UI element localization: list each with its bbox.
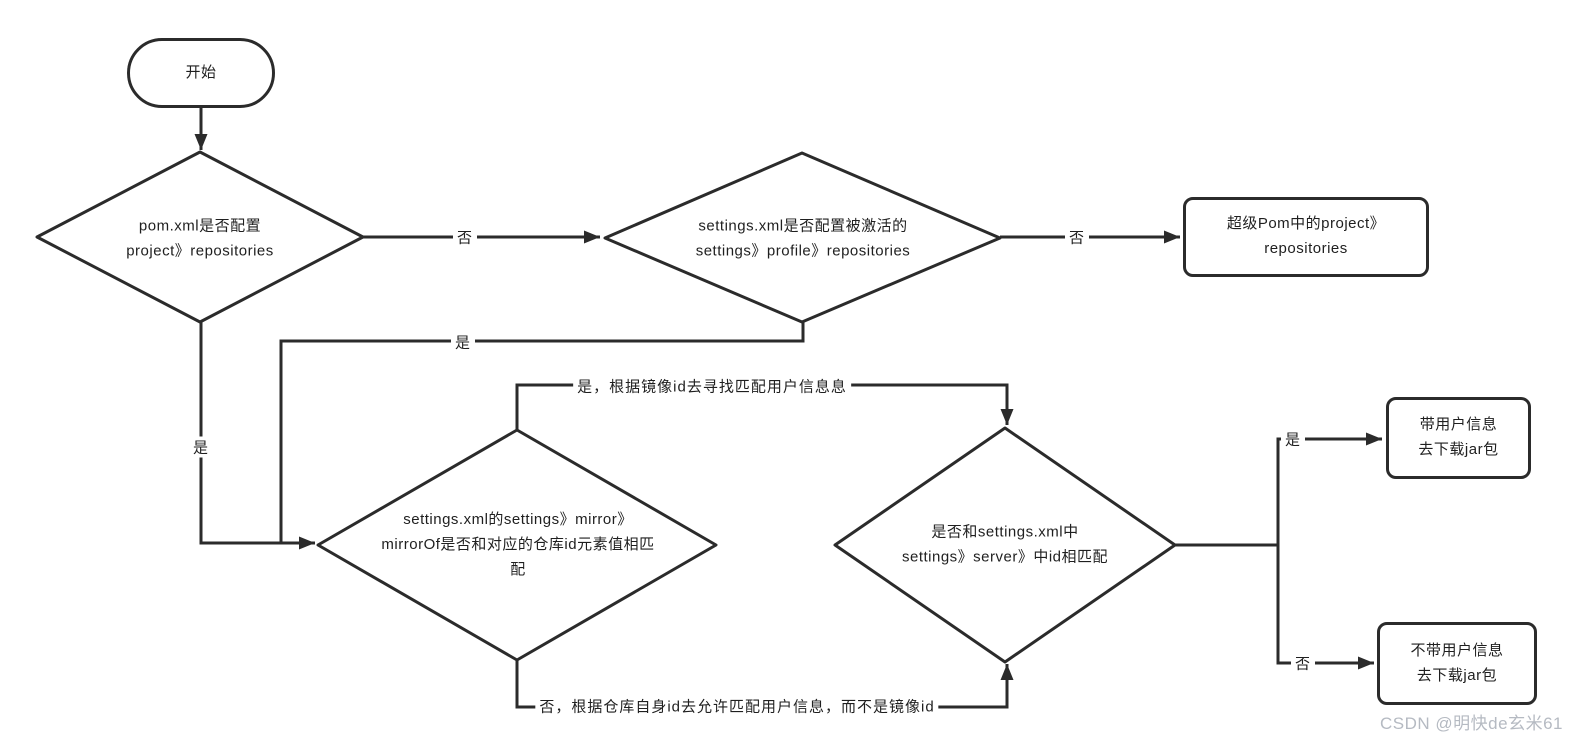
decision-mirror-label: settings.xml的settings》mirror》 mirrorOf是否… <box>381 510 655 578</box>
download-with-user-label: 带用户信息 去下载jar包 <box>1418 416 1499 458</box>
start-node: 开始 <box>127 38 275 108</box>
decision-server-id-label: 是否和settings.xml中 settings》server》中id相匹配 <box>901 523 1109 565</box>
edge-label-profile-yes: 是 <box>450 331 476 353</box>
edge-label-mirror-yes: 是，根据镜像id去寻找匹配用户信息息 <box>573 375 851 397</box>
super-pom-node: 超级Pom中的project》 repositories <box>1183 197 1429 277</box>
decision-pom-shape <box>35 150 365 324</box>
edge-label-profile-no: 否 <box>1064 226 1090 248</box>
edge-label-server-yes: 是 <box>1280 428 1306 450</box>
edge-label-pom-yes: 是 <box>188 436 214 458</box>
edge-label-pom-no: 否 <box>452 226 478 248</box>
decision-settings-profile-shape <box>603 151 1002 324</box>
super-pom-label: 超级Pom中的project》 repositories <box>1226 215 1386 257</box>
edge-server-yes <box>1276 432 1382 545</box>
download-with-user-node: 带用户信息 去下载jar包 <box>1386 397 1531 479</box>
edge-label-server-no: 否 <box>1290 652 1316 674</box>
edge-label-mirror-no: 否，根据仓库自身id去允许匹配用户信息，而不是镜像id <box>535 695 939 717</box>
csdn-watermark: CSDN @明快de玄米61 <box>1380 714 1563 733</box>
edge-pom-yes <box>199 322 315 550</box>
start-label: 开始 <box>185 63 217 81</box>
edge-profile-yes <box>279 322 805 543</box>
download-without-user-label: 不带用户信息 去下载jar包 <box>1410 641 1504 684</box>
edge-server-no <box>1276 545 1374 670</box>
decision-mirror-shape <box>316 428 718 662</box>
download-without-user-node: 不带用户信息 去下载jar包 <box>1377 622 1537 705</box>
decision-settings-profile-label: settings.xml是否配置被激活的 settings》profile》re… <box>695 217 911 259</box>
decision-server-id-shape <box>833 426 1177 664</box>
decision-pom-label: pom.xml是否配置 project》repositories <box>126 217 274 259</box>
